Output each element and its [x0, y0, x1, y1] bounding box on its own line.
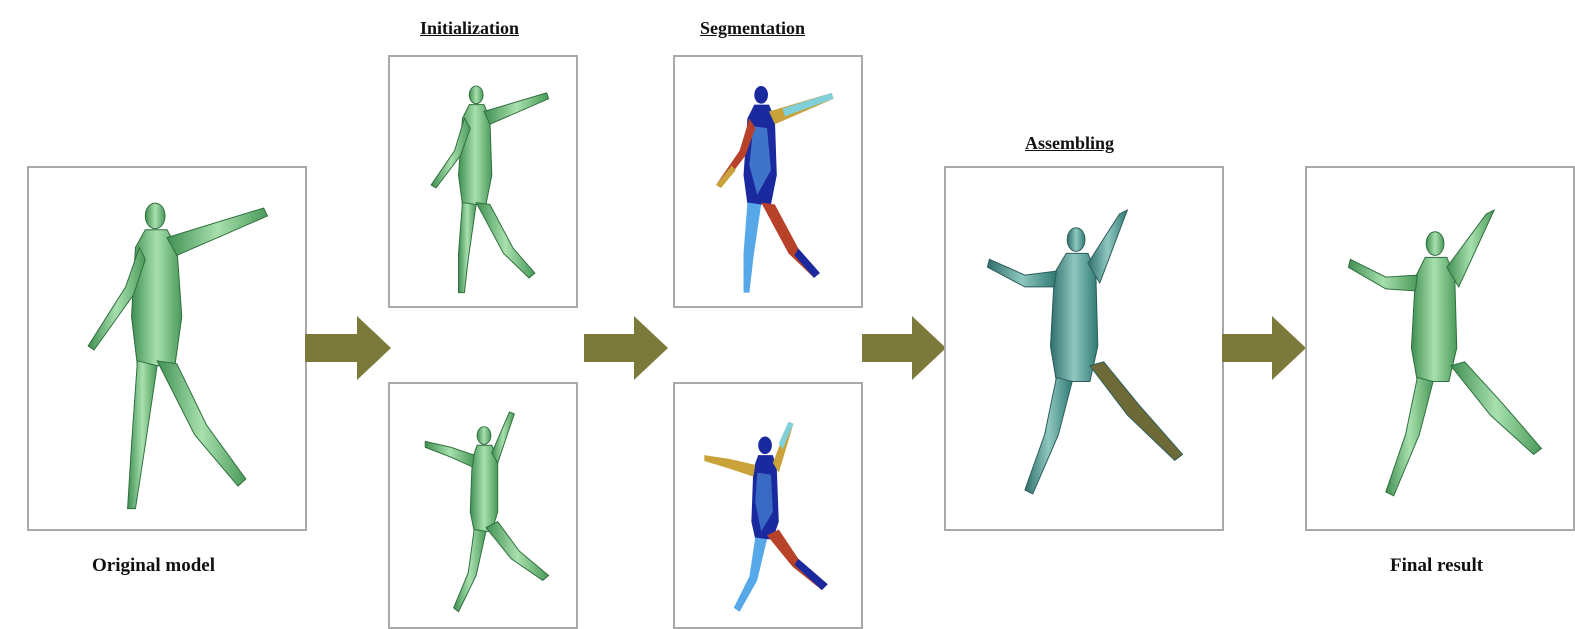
human-mesh-icon [1307, 168, 1573, 529]
human-mesh-icon [946, 168, 1222, 529]
arrow-right-icon [1222, 316, 1306, 380]
heading-segmentation: Segmentation [700, 18, 805, 39]
segmentation-panel-top [673, 55, 863, 308]
segmentation-panel-bottom [673, 382, 863, 629]
heading-initialization: Initialization [420, 18, 519, 39]
human-mesh-icon [390, 57, 576, 306]
arrow-right-icon [584, 316, 668, 380]
original-model-panel [27, 166, 307, 531]
arrow-right-icon [305, 316, 391, 380]
human-mesh-icon [29, 168, 305, 529]
human-mesh-icon [390, 384, 576, 627]
final-result-panel [1305, 166, 1575, 531]
initialization-panel-bottom [388, 382, 578, 629]
caption-original-model: Original model [92, 555, 215, 577]
human-mesh-icon [675, 57, 861, 306]
arrow-right-icon [862, 316, 946, 380]
assembling-panel [944, 166, 1224, 531]
human-mesh-icon [675, 384, 861, 627]
caption-final-result: Final result [1390, 555, 1483, 577]
initialization-panel-top [388, 55, 578, 308]
heading-assembling: Assembling [1025, 133, 1114, 154]
